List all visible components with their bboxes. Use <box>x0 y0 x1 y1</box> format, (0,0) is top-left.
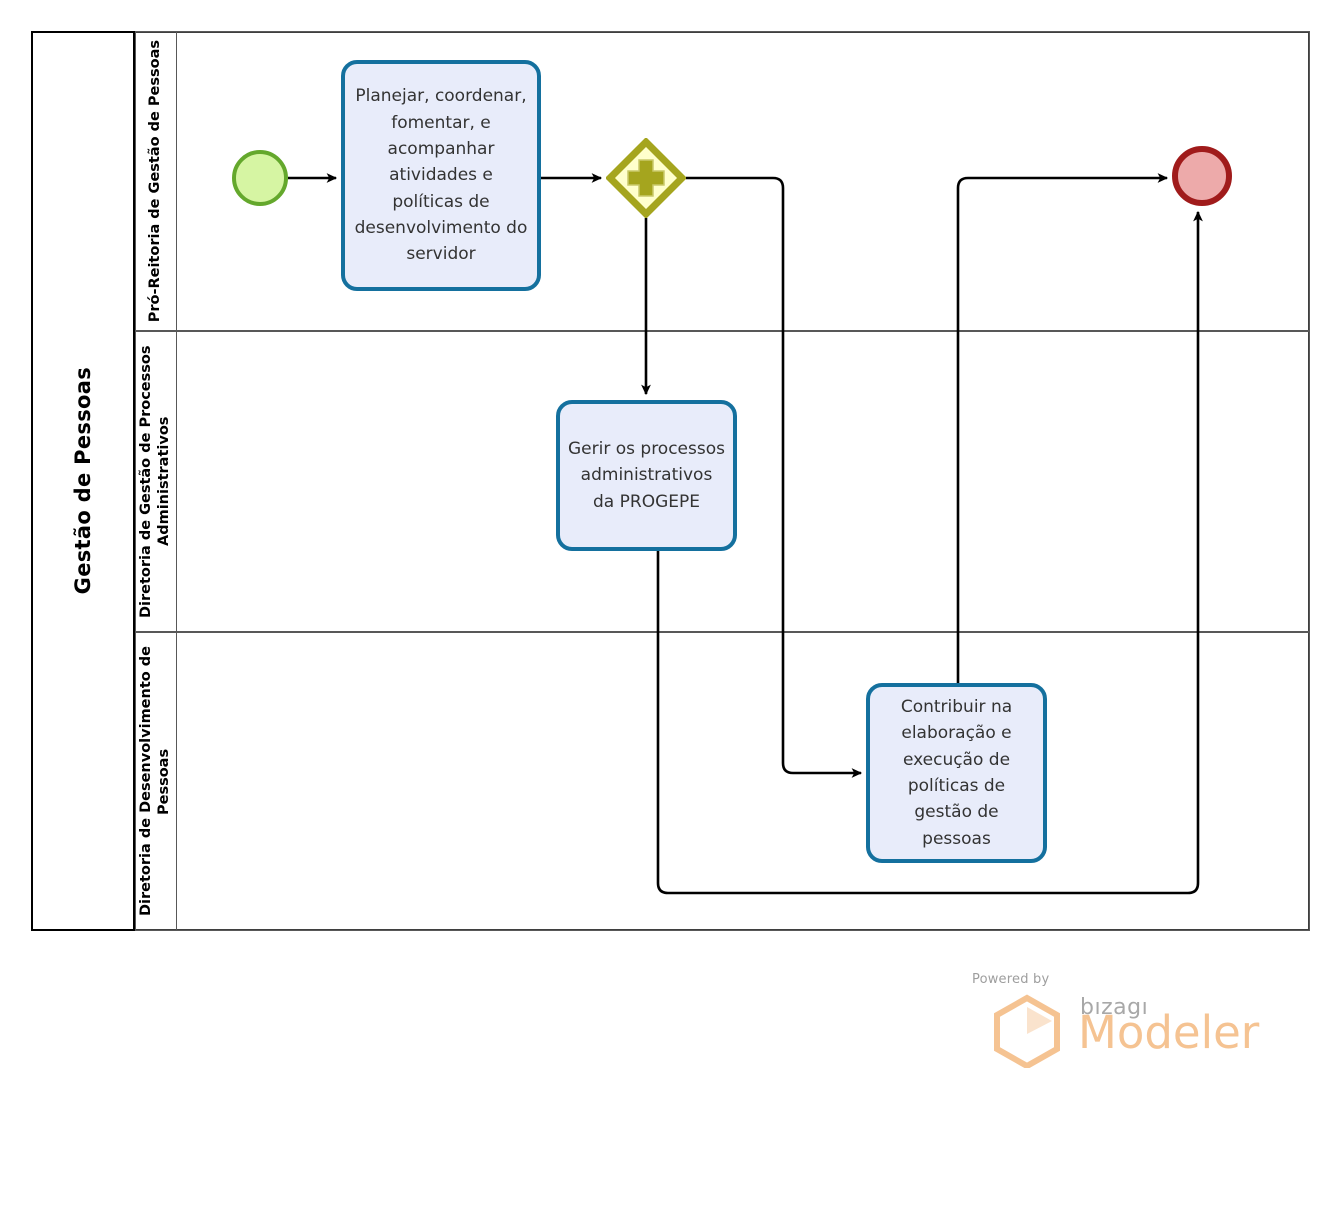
task-2-label: Gerir os processos administrativos da PR… <box>568 438 725 512</box>
bizagi-watermark: Powered by bızagı Modeler <box>968 972 1260 1072</box>
modeler-product-label: Modeler <box>1078 1006 1260 1059</box>
lane-label-3: Diretoria de Desenvolvimento de Pessoas <box>138 646 173 917</box>
lane-header-2: Diretoria de Gestão de Processos Adminis… <box>135 331 177 632</box>
task-3-label: Contribuir na elaboração e execução de p… <box>900 696 1013 849</box>
powered-by-label: Powered by <box>972 972 1050 987</box>
pool-label: Gestão de Pessoas <box>31 31 135 931</box>
start-event[interactable] <box>232 150 288 206</box>
bizagi-brand-label: bızagı <box>1080 995 1149 1020</box>
pool-title: Gestão de Pessoas <box>71 367 95 595</box>
lane-label-2: Diretoria de Gestão de Processos Adminis… <box>138 345 173 618</box>
bizagi-logo-icon <box>990 994 1064 1072</box>
lane-header-3: Diretoria de Desenvolvimento de Pessoas <box>135 632 177 931</box>
lane-pro-reitoria-de-gestao-de-pessoas[interactable] <box>135 31 1310 331</box>
task-gerir-processos-administrativos[interactable]: Gerir os processos administrativos da PR… <box>556 400 737 551</box>
lane-label-1: Pró-Reitoria de Gestão de Pessoas <box>147 39 164 323</box>
parallel-gateway[interactable] <box>606 138 686 218</box>
gateway-plus-icon <box>627 159 665 197</box>
end-event[interactable] <box>1172 146 1232 206</box>
lane-diretoria-de-desenvolvimento-de-pessoas[interactable] <box>135 632 1310 931</box>
task-planejar-coordenar-fomentar[interactable]: Planejar, coordenar, fomentar, e acompan… <box>341 60 541 291</box>
task-contribuir-politicas-gestao-pessoas[interactable]: Contribuir na elaboração e execução de p… <box>866 683 1047 863</box>
lane-header-1: Pró-Reitoria de Gestão de Pessoas <box>135 31 177 331</box>
task-1-label: Planejar, coordenar, fomentar, e acompan… <box>354 86 528 265</box>
